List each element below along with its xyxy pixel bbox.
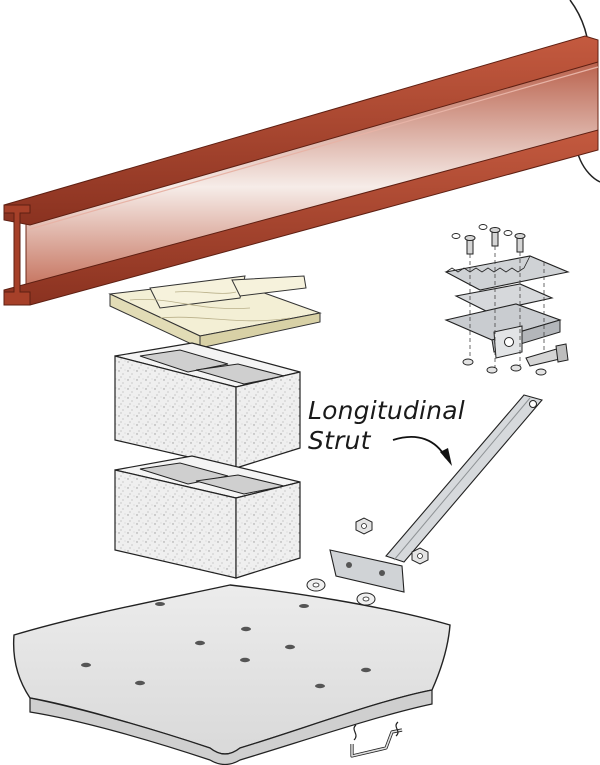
footing-pad — [12, 584, 451, 765]
i-beam — [3, 35, 599, 306]
longitudinal-strut — [329, 394, 543, 593]
strut-callout-label: Longitudinal Strut — [308, 396, 465, 456]
strut-hardware — [306, 517, 429, 606]
strut-label-line1: Longitudinal — [308, 396, 465, 425]
ground-anchor-clip — [350, 721, 403, 758]
callout-arrowhead — [440, 448, 452, 466]
wood-shims — [108, 275, 322, 349]
concrete-block-lower — [114, 455, 301, 579]
bracket-hardware — [444, 224, 570, 376]
strut-label-line2: Strut — [308, 426, 371, 455]
concrete-block-upper — [114, 342, 301, 469]
